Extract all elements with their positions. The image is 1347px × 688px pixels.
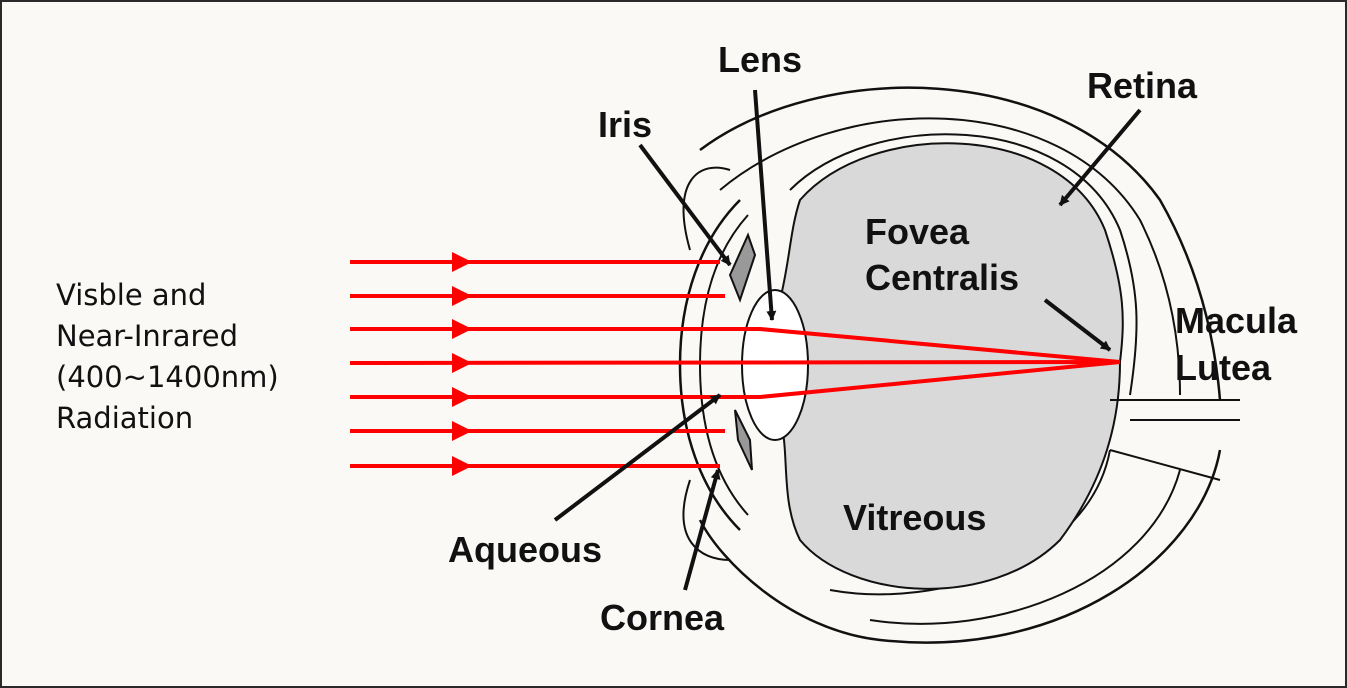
eye-anatomy [678,86,1240,644]
iris-upper [728,232,757,303]
radiation-label-line: Visble and [56,278,207,312]
sclera-mid [719,117,1181,625]
label-vitreous: Vitreous [843,497,986,538]
label-aqueous: Aqueous [448,529,602,570]
radiation-label-line: (400~1400nm) [56,360,279,394]
label-centralis: Centralis [865,257,1019,298]
optic-nerve [1109,399,1240,481]
rays [349,260,1121,468]
eyelid-lower [682,479,731,561]
ray-3 [350,327,1121,364]
label-iris: Iris [598,104,652,145]
lens [741,289,809,441]
cornea [678,199,741,531]
ray-5 [350,360,1121,399]
label-cornea: Cornea [600,597,725,638]
label-lutea: Lutea [1175,347,1272,388]
eyelid-upper [682,166,731,251]
ray-4 [349,360,1121,365]
label-fovea: Fovea [865,211,970,252]
iris-lower [734,409,753,471]
radiation-label: Visble and Near-Inrared (400~1400nm) Rad… [56,275,279,439]
label-arrows [553,89,1142,591]
radiation-label-line: Radiation [56,401,194,435]
radiation-label-line: Near-Inrared [56,319,239,353]
ray-arrowheads [452,252,472,476]
label-macula: Macula [1175,300,1298,341]
label-retina: Retina [1087,65,1198,106]
label-lens: Lens [718,39,802,80]
